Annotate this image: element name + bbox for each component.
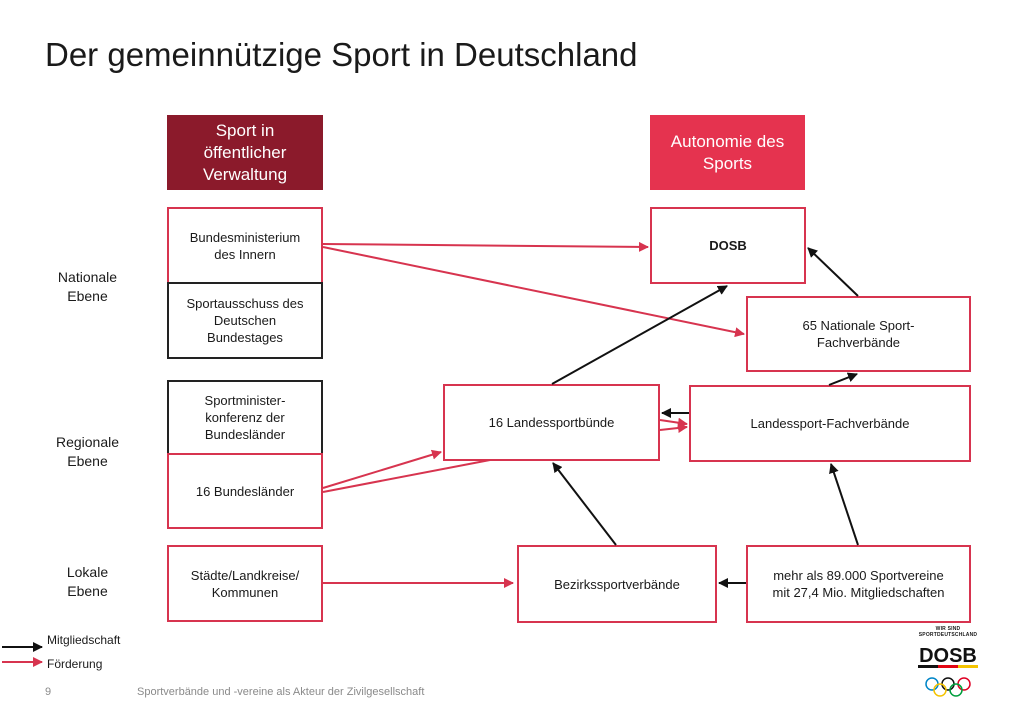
funding-arrow-bundeslaender-landessportbuende [322,449,442,489]
node-bundesministerium: Bundesministerium des Innern [167,207,323,284]
funding-arrow-bundeslaender-landessportbuende-2 [322,459,491,493]
legend-membership-label: Mitgliedschaft [47,633,121,647]
dosb-logo-mark: DOSB [918,645,978,697]
node-dosb: DOSB [650,207,806,284]
node-landessportbuende: 16 Landessportbünde [443,384,660,461]
node-bezirkssportverbaende: Bezirkssportverbände [517,545,717,623]
node-sportministerkonferenz: Sportminister- konferenz der Bundeslände… [167,380,323,455]
header-sports-autonomy: Autonomie des Sports [650,115,805,190]
node-staedte-kommunen: Städte/Landkreise/ Kommunen [167,545,323,622]
level-national: Nationale Ebene [57,269,118,304]
funding-arrow-bmi-nationale-fv [322,246,745,338]
node-sportvereine: mehr als 89.000 Sportvereine mit 27,4 Mi… [746,545,971,623]
node-nationale-fachverbaende: 65 Nationale Sport- Fachverbände [746,296,971,372]
page-title: Der gemeinnützige Sport in Deutschland [45,36,638,73]
logo-tagline: WIR SIND SPORTDEUTSCHLAND [918,626,978,638]
funding-arrow-bmi-dosb [322,241,649,252]
membership-arrow-landesfv-nationalefv [828,372,858,386]
level-regional: Regionale Ebene [55,434,120,469]
node-sportausschuss: Sportausschuss des Deutschen Bundestages [167,282,323,359]
legend-funding-label: Förderung [47,657,103,671]
page-number: 9 [45,686,52,698]
membership-arrow-vereine-landesfv [829,463,859,546]
node-landessport-fachverbaende: Landessport-Fachverbände [689,385,971,462]
logo-letters: DOSB [919,645,977,667]
footer-text: Sportverbände und -vereine als Akteur de… [137,686,425,698]
level-local: Lokale Ebene [66,564,109,599]
funding-arrow-landesfv-lsb-b [659,423,688,433]
header-public-administration: Sport in öffentlicher Verwaltung [167,115,323,190]
membership-arrow-lsb-dosb [551,285,728,385]
funding-arrow-landesfv-lsb-a [659,417,688,428]
dosb-logo: WIR SIND SPORTDEUTSCHLAND DOSB [912,626,984,698]
node-bundeslaender: 16 Bundesländer [167,453,323,529]
membership-arrow-bezirk-lsb [552,462,617,546]
membership-arrow-nationalefv-dosb [807,247,859,297]
